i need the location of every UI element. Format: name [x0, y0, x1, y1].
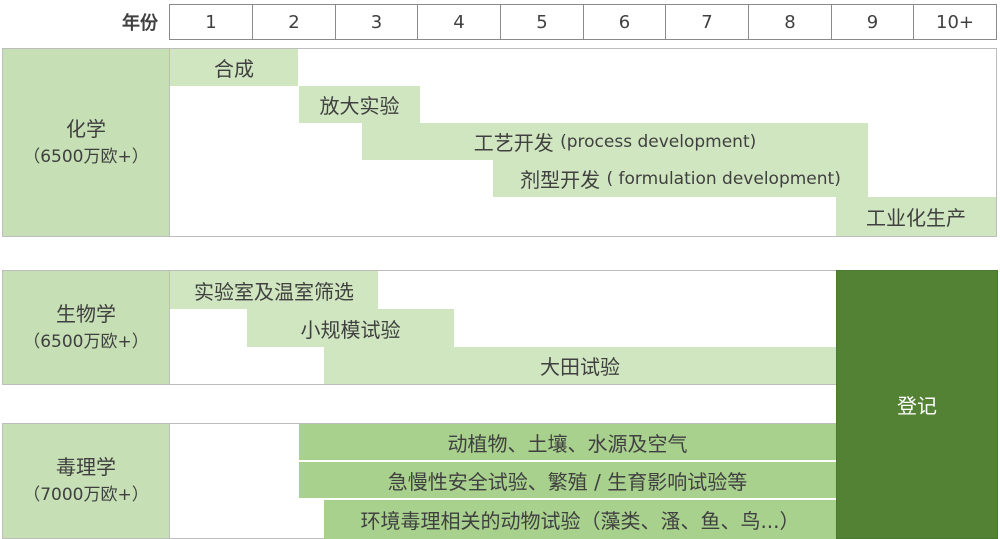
- year-cell-2: 2: [252, 4, 336, 40]
- bar-environment-label: 动植物、土壤、水源及空气: [447, 431, 688, 456]
- biology-cost: （6500万欧+）: [23, 331, 149, 352]
- year-cell-3: 3: [335, 4, 418, 40]
- bar-lab-greenhouse-screening: 实验室及温室筛选: [170, 271, 378, 309]
- bar-field-trials-label: 大田试验: [540, 355, 620, 379]
- bar-ecotox-animal-tests: 环境毒理相关的动物试验（藻类、溞、鱼、鸟...）: [324, 500, 836, 539]
- bar-synthesis: 合成: [170, 49, 298, 86]
- year-cell-10plus: 10+: [913, 4, 997, 40]
- bar-synthesis-label: 合成: [214, 57, 254, 81]
- toxicology-category: 毒理学 （7000万欧+）: [2, 423, 170, 539]
- toxicology-name: 毒理学: [56, 455, 116, 479]
- chemistry-cost: （6500万欧+）: [23, 146, 149, 167]
- chemistry-name: 化学: [66, 116, 106, 141]
- bar-formulation-note: ( formulation development): [606, 168, 841, 189]
- bar-environment-samples: 动植物、土壤、水源及空气: [299, 424, 836, 462]
- biology-category: 生物学 （6500万欧+）: [2, 270, 170, 385]
- toxicology-cost: （7000万欧+）: [23, 485, 149, 505]
- bar-process-label: 工艺开发: [473, 131, 554, 155]
- biology-name: 生物学: [56, 301, 116, 326]
- year-cell-9: 9: [831, 4, 914, 40]
- bar-screening-label: 实验室及温室筛选: [194, 279, 354, 304]
- year-cell-5: 5: [500, 4, 584, 40]
- bar-small-scale-label: 小规模试验: [300, 317, 401, 342]
- bar-process-note: (process development): [560, 131, 757, 152]
- bar-formulation-label: 剂型开发: [520, 168, 601, 192]
- year-cell-1: 1: [169, 4, 253, 40]
- bar-safety-label: 急慢性安全试验、繁殖 / 生育影响试验等: [387, 469, 748, 494]
- bar-scale-up-label: 放大实验: [319, 94, 400, 118]
- bar-field-trials: 大田试验: [324, 347, 836, 384]
- year-cell-7: 7: [665, 4, 749, 40]
- year-cell-8: 8: [748, 4, 832, 40]
- registration-label: 登记: [897, 394, 937, 418]
- bar-ecotox-label: 环境毒理相关的动物试验（藻类、溞、鱼、鸟...）: [360, 509, 800, 533]
- bar-industrial-production: 工业化生产: [836, 197, 996, 236]
- bar-industrial-label: 工业化生产: [866, 206, 966, 230]
- chemistry-category: 化学 （6500万欧+）: [2, 48, 170, 237]
- year-cell-4: 4: [417, 4, 501, 40]
- bar-scale-up: 放大实验: [299, 86, 420, 123]
- bar-formulation-development: 剂型开发 ( formulation development): [493, 160, 868, 197]
- registration-block: 登记: [836, 270, 998, 539]
- bar-small-scale-trials: 小规模试验: [247, 309, 454, 347]
- bar-process-development: 工艺开发 (process development): [362, 123, 868, 160]
- bar-safety-reproduction-tests: 急慢性安全试验、繁殖 / 生育影响试验等: [299, 462, 836, 500]
- year-cell-6: 6: [583, 4, 666, 40]
- year-header-label: 年份: [122, 13, 158, 34]
